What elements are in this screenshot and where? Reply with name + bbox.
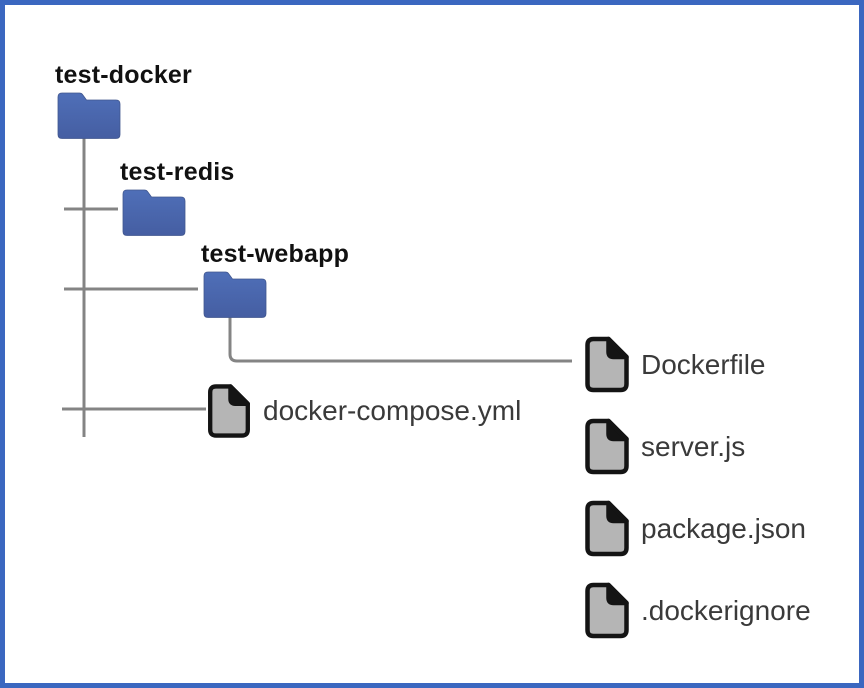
- tree-node-dockerignore: .dockerignore: [585, 582, 811, 639]
- tree-node-server-js: server.js: [585, 418, 745, 475]
- tree-node-docker-compose: docker-compose.yml: [207, 384, 521, 438]
- folder-icon: [122, 189, 186, 236]
- tree-node-dockerfile: Dockerfile: [585, 336, 765, 393]
- file-icon: [585, 418, 629, 475]
- folder-label-test-docker: test-docker: [55, 61, 192, 89]
- tree-node-test-docker: test-docker: [55, 60, 192, 140]
- file-icon: [208, 384, 250, 438]
- file-label-server-js: server.js: [641, 430, 746, 462]
- branch-webapp-files: [228, 315, 572, 363]
- folder-icon: [203, 271, 267, 318]
- tree-node-test-webapp: test-webapp: [201, 239, 349, 319]
- file-label-dockerignore: .dockerignore: [641, 594, 811, 626]
- file-icon: [585, 336, 629, 393]
- file-icon: [585, 582, 629, 639]
- file-icon: [585, 500, 629, 557]
- folder-label-test-redis: test-redis: [120, 158, 235, 186]
- tree-node-package-json: package.json: [585, 500, 806, 557]
- file-label-dockerfile: Dockerfile: [641, 348, 766, 380]
- tree-node-test-redis: test-redis: [120, 157, 235, 237]
- file-label-package-json: package.json: [641, 512, 807, 544]
- file-label-docker-compose: docker-compose.yml: [263, 395, 522, 426]
- folder-icon: [57, 92, 121, 139]
- tree-connector-lines: [62, 133, 572, 437]
- folder-label-test-webapp: test-webapp: [201, 240, 350, 268]
